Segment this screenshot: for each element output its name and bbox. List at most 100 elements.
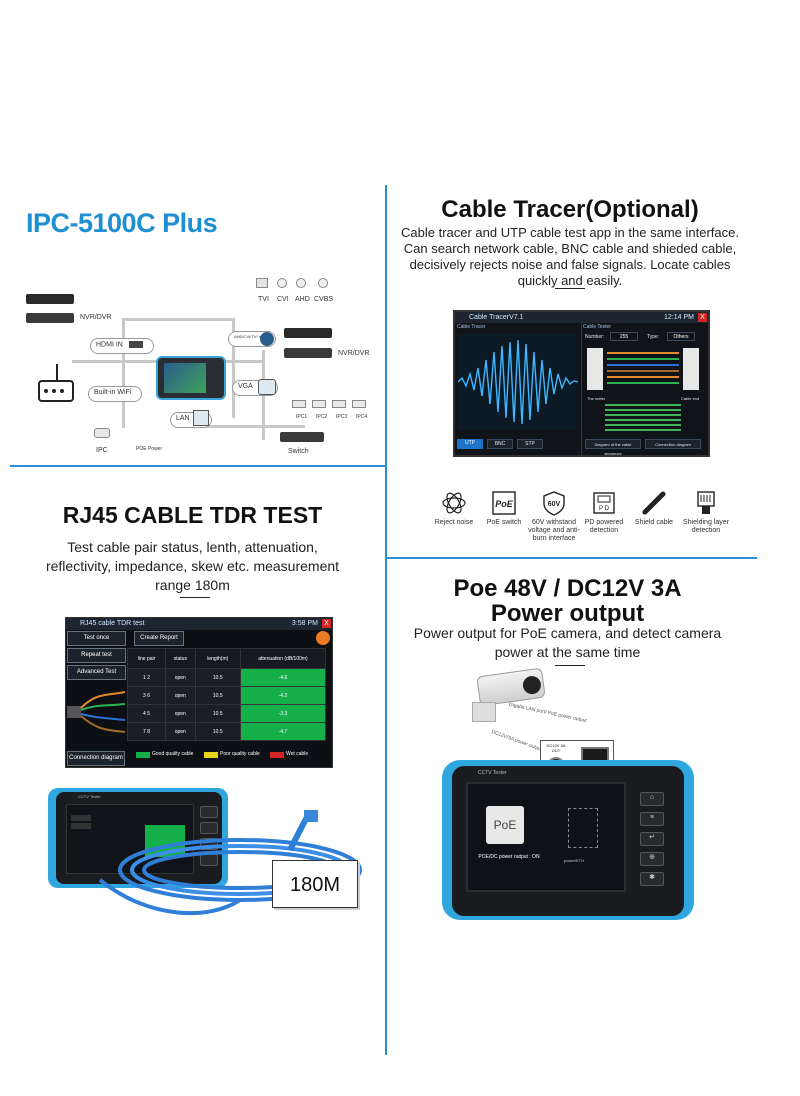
tdr-screen-time: 3:58 PM xyxy=(291,620,318,627)
feature-pd-powered: P D PD powered detection xyxy=(572,490,636,535)
cable-tracer-screen: Cable TracerV7.1 12:14 PM X Cable Tracer… xyxy=(453,310,710,457)
feature-shield-cable: Shield cable xyxy=(622,490,686,527)
back-button[interactable]: ↵ xyxy=(640,832,664,846)
tdr-titlebar: RJ45 cable TDR test 3:58 PM X xyxy=(66,618,332,630)
analog-in-label: AHD/CVI/TVI In xyxy=(234,334,263,339)
type-label: Type: xyxy=(647,334,660,340)
stp-button[interactable]: STP xyxy=(517,439,543,449)
device-home-button[interactable] xyxy=(200,806,218,818)
vga-port-icon xyxy=(258,379,276,395)
feature-label: Shield cable xyxy=(634,519,674,526)
table-row: 1 2 open 10.5 -4.6 xyxy=(126,668,326,687)
device-screen-right: PoE POE/DC power output : ON power/ETH xyxy=(466,782,626,892)
dc-port-label: DC12V 3A OUT xyxy=(546,743,566,753)
tvi-camera-icon xyxy=(256,278,268,288)
close-button[interactable]: X xyxy=(698,313,707,322)
shielding-layer-icon xyxy=(697,491,715,514)
table-header-row: line pair status length(m) attenuation (… xyxy=(126,648,326,669)
cell-pair: 4 5 xyxy=(126,704,167,723)
builtin-wifi-label: Built-in WiFi xyxy=(94,389,132,396)
power-eth-label: power/ETH xyxy=(564,858,585,863)
tvi-label: TVI xyxy=(258,296,269,303)
ipc3-label: IPC3 xyxy=(336,414,348,420)
ipc1-label: IPC1 xyxy=(296,414,308,420)
cell-status: open xyxy=(165,704,196,723)
wire-map xyxy=(587,348,699,394)
vga-label: VGA xyxy=(238,383,253,390)
cvi-camera-icon xyxy=(277,278,287,288)
create-report-button[interactable]: Create Report xyxy=(134,631,184,646)
cable-tracer-titlebar: Cable TracerV7.1 12:14 PM X xyxy=(455,312,708,323)
switch-label: Switch xyxy=(288,448,309,455)
poe-underline xyxy=(555,665,585,666)
cable-tracer-panel-label: Cable Tracer xyxy=(457,324,486,330)
shield-cable-icon xyxy=(642,491,666,515)
cable-tracer-desc-line: decisively rejects noise and false signa… xyxy=(409,257,731,272)
connection-diagram-button[interactable]: Connection diagram xyxy=(645,439,701,449)
dvr-right-icon xyxy=(284,348,332,358)
number-value-field[interactable]: 255 xyxy=(610,332,638,341)
screen-time: 12:14 PM xyxy=(664,314,694,321)
cell-pair: 1 2 xyxy=(126,668,167,687)
pd-badge-text: P D xyxy=(599,506,610,512)
ahd-camera-icon xyxy=(296,278,306,288)
cable-tracer-desc-line: quickly and easily. xyxy=(517,273,623,288)
ipc-camera-icon xyxy=(94,428,110,438)
type-value-field[interactable]: Others xyxy=(667,332,695,341)
tester-device-icon xyxy=(156,356,226,400)
cell-length: 10.5 xyxy=(194,668,242,687)
ipc-cameras-group xyxy=(292,400,372,420)
poe-title: Poe 48V / DC12V 3A Power output xyxy=(400,576,735,626)
nvr-dvr-left-label: NVR/DVR xyxy=(80,314,112,321)
cell-status: open xyxy=(165,686,196,705)
horizontal-divider-left xyxy=(10,465,385,467)
hdmi-in-label: HDMI IN xyxy=(96,341,123,349)
title-underline xyxy=(555,288,585,289)
connection-diagram-button[interactable]: Connection diagram xyxy=(67,751,125,766)
camera-mount-icon xyxy=(472,702,496,722)
tdr-close-button[interactable]: X xyxy=(322,619,331,628)
advanced-test-button[interactable]: Advanced Test xyxy=(67,665,126,680)
ipc-label: IPC xyxy=(96,447,108,454)
device-menu-button[interactable] xyxy=(200,822,218,834)
table-row: 7 8 open 10.5 -4.7 xyxy=(126,722,326,741)
feature-label: PoE switch xyxy=(486,519,522,526)
menu-button[interactable]: ≡ xyxy=(640,812,664,826)
tdr-desc-line: reflectivity, impedance, skew etc. measu… xyxy=(45,558,340,574)
utp-button[interactable]: UTP xyxy=(457,439,483,449)
tdr-description: Test cable pair status, lenth, attenuati… xyxy=(20,538,365,595)
coiled-cable-image xyxy=(98,810,362,916)
cable-tracer-desc-line: Can search network cable, BNC cable and … xyxy=(403,241,737,256)
tdr-title: RJ45 CABLE TDR TEST xyxy=(62,502,323,528)
ip-camera-icon xyxy=(476,667,546,707)
light-button[interactable]: ✱ xyxy=(640,872,664,886)
tdr-screen-title: RJ45 cable TDR test xyxy=(80,620,145,627)
cell-pair: 7 8 xyxy=(126,722,167,741)
report-icon xyxy=(316,631,330,645)
cable-sequence-button[interactable]: Diagram of the cable sequence xyxy=(585,439,641,455)
test-once-button[interactable]: Test once xyxy=(67,631,126,646)
legend-poor-swatch xyxy=(204,752,218,758)
tester-device-body: CCTV Tester xyxy=(56,792,222,884)
tdr-results-table: line pair status length(m) attenuation (… xyxy=(126,648,326,741)
nvr-device-icon xyxy=(26,294,74,304)
poe-tile[interactable]: PoE xyxy=(486,806,524,844)
repeat-test-button[interactable]: Repeat test xyxy=(67,648,126,663)
lan-callout-label: Gigabit LAN port/ PoE power output xyxy=(508,701,588,725)
zoom-button[interactable]: ⊕ xyxy=(640,852,664,866)
horizontal-divider-right xyxy=(387,557,757,559)
tdr-desc-line: range 180m xyxy=(155,577,230,593)
feature-reject-noise: Reject noise xyxy=(422,490,486,527)
cvbs-label: CVBS xyxy=(314,296,334,303)
builtin-wifi-pill: Built-in WiFi xyxy=(88,386,142,402)
header-line-pair: line pair xyxy=(126,648,167,669)
the-meter-label: The meter xyxy=(587,396,606,401)
cvi-label: CVI xyxy=(277,296,289,303)
bnc-button[interactable]: BNC xyxy=(487,439,513,449)
cable-end-label: Cable end xyxy=(681,396,700,401)
wifi-antenna-icon xyxy=(56,364,58,380)
nvr-dvr-right-label: NVR/DVR xyxy=(338,350,370,357)
header-status: status xyxy=(165,648,196,669)
home-button[interactable]: ⌂ xyxy=(640,792,664,806)
legend-wet-swatch xyxy=(270,752,284,758)
